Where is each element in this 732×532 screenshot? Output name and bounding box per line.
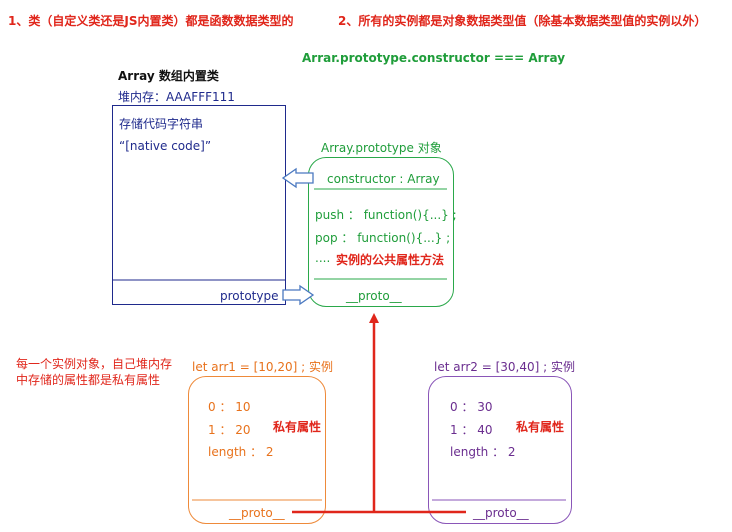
- arr1-length: length ： 2: [208, 445, 274, 459]
- prototype-proto-label: __proto__: [346, 289, 402, 303]
- more-methods: ....: [315, 251, 331, 265]
- class-title: Array 数组内置类: [118, 69, 219, 83]
- arr2-declaration: let arr2 = [30,40] ; 实例: [434, 360, 575, 374]
- public-methods-label: 实例的公共属性方法: [336, 253, 445, 267]
- arr1-item-0: 0 ： 10: [208, 400, 251, 414]
- prototype-pointer-arrow: [282, 284, 315, 306]
- constructor-pointer-arrow: [281, 167, 314, 189]
- arr2-item-0: 0 ： 30: [450, 400, 493, 414]
- arr1-item-1: 1 ： 20: [208, 423, 251, 437]
- prototype-property-label: prototype: [220, 289, 279, 303]
- private-properties-note: 每一个实例对象，自己堆内存中存储的属性都是私有属性: [16, 357, 173, 387]
- arr1-proto-label: __proto__: [229, 506, 285, 520]
- arr2-item-1: 1 ： 40: [450, 423, 493, 437]
- arr2-proto-label: __proto__: [473, 506, 529, 520]
- note-instances-are-objects: 2、所有的实例都是对象数据类型值（除基本数据类型值的实例以外）: [338, 14, 707, 28]
- stored-code-label: 存储代码字符串: [119, 117, 204, 131]
- arr1-declaration: let arr1 = [10,20] ; 实例: [192, 360, 333, 374]
- prototype-object-title: Array.prototype 对象: [321, 141, 442, 155]
- array-class-box: [112, 105, 286, 305]
- arr2-private-label: 私有属性: [516, 420, 565, 434]
- arr2-length: length ： 2: [450, 445, 516, 459]
- heap-address: 堆内存：AAAFFF111: [118, 90, 235, 104]
- constructor-property: constructor : Array: [327, 172, 440, 186]
- push-method: push ： function(){...} ;: [315, 208, 457, 222]
- pop-method: pop ： function(){...} ;: [315, 231, 451, 245]
- note-class-is-function: 1、类（自定义类还是JS内置类）都是函数数据类型的: [8, 14, 294, 28]
- array-prototype-box: [308, 157, 454, 307]
- arr1-instance-box: [188, 376, 326, 524]
- native-code-label: “[native code]”: [119, 139, 212, 153]
- constructor-equation: Arrar.prototype.constructor === Array: [302, 51, 566, 65]
- arr1-private-label: 私有属性: [273, 420, 322, 434]
- arr2-instance-box: [428, 376, 572, 524]
